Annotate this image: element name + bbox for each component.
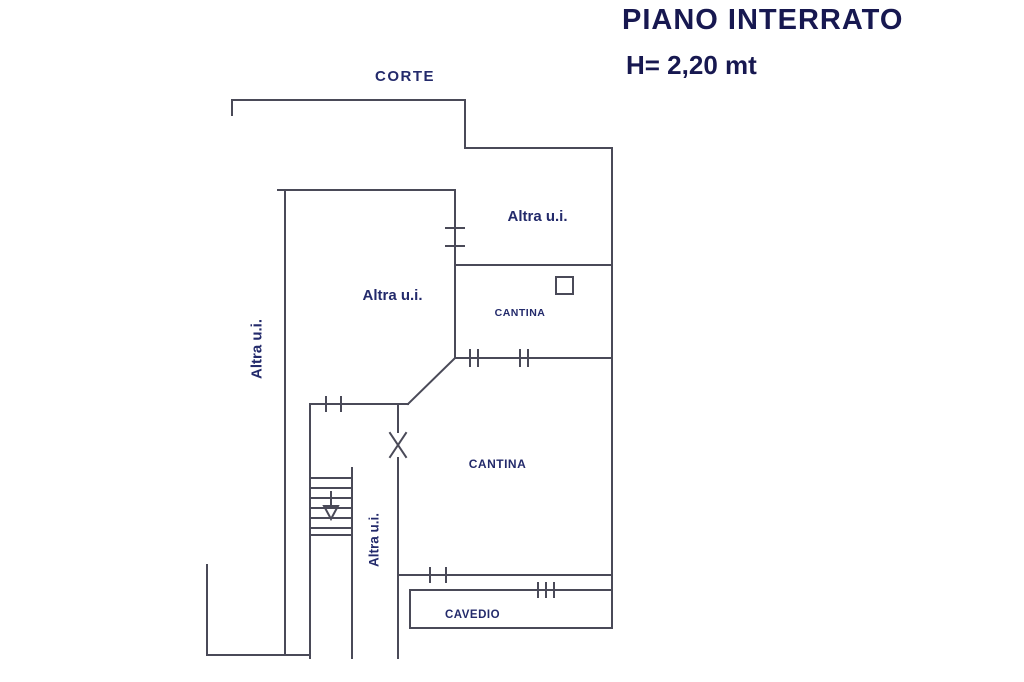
label-altra-ui-strip: Altra u.i. — [366, 512, 382, 568]
window-square — [555, 276, 574, 295]
cantina-large-room — [388, 403, 613, 659]
door-swing-x — [388, 431, 408, 459]
stairs-direction-arrow — [322, 491, 340, 522]
label-cantina-large: CANTINA — [468, 457, 527, 471]
stairs — [309, 403, 353, 659]
plan-title: PIANO INTERRATO — [622, 4, 904, 36]
upper-partition-wall — [445, 189, 465, 266]
outer-walls — [231, 99, 613, 656]
label-altra-ui-mid: Altra u.i. — [362, 287, 423, 304]
label-altra-ui-top: Altra u.i. — [507, 208, 568, 225]
diagonal-wall — [309, 356, 457, 412]
label-altra-ui-left: Altra u.i. — [248, 318, 266, 380]
bottom-left-walls — [206, 564, 311, 656]
plan-height-note: H= 2,20 mt — [626, 50, 757, 80]
cavedio-box — [409, 582, 613, 629]
label-cantina-small: CANTINA — [494, 307, 546, 319]
cantina-small-room — [454, 264, 613, 367]
label-corte: CORTE — [375, 68, 435, 85]
label-cavedio: CAVEDIO — [444, 609, 501, 621]
